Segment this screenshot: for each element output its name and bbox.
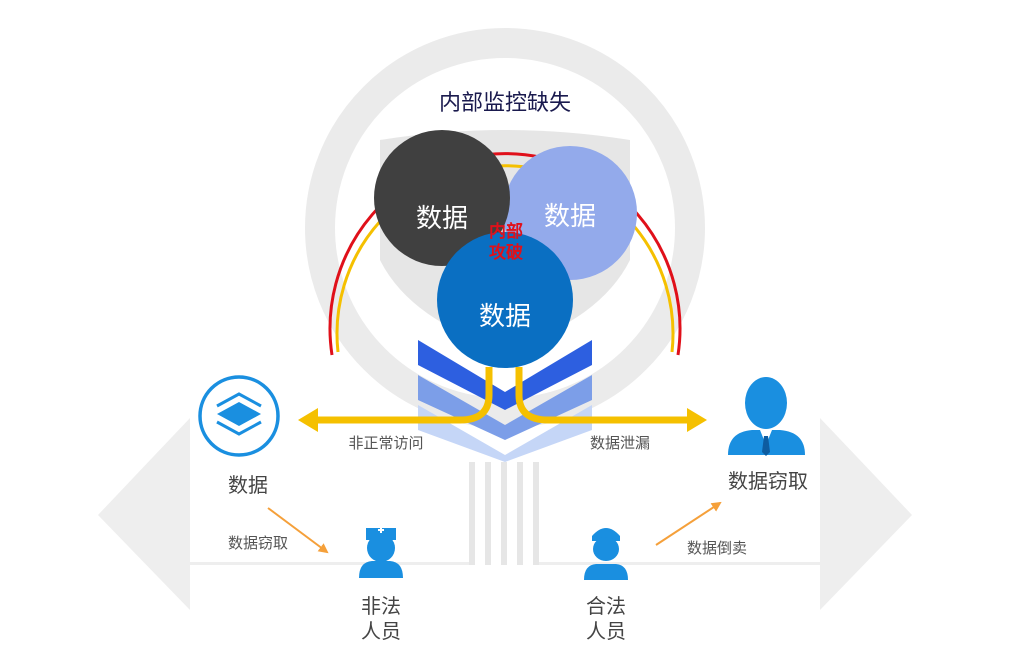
circle-blue-label: 数据 bbox=[479, 302, 531, 332]
right-orange-arrow bbox=[655, 501, 722, 546]
circle-light-label: 数据 bbox=[544, 202, 596, 232]
arrow-left-label: 非正常访问 bbox=[348, 434, 423, 452]
layers-icon bbox=[198, 375, 280, 457]
legal-person-line2: 人员 bbox=[586, 619, 626, 643]
worker-icon bbox=[584, 528, 628, 580]
data-theft-label: 数据窃取 bbox=[728, 469, 808, 493]
yellow-arrows bbox=[298, 367, 707, 432]
yellow-ring bbox=[335, 164, 675, 353]
red-ring bbox=[328, 152, 682, 356]
overlap-label-line1: 内部 bbox=[489, 221, 523, 242]
circle-dark bbox=[374, 130, 510, 266]
legal-person-line1: 合法 bbox=[586, 594, 626, 618]
outer-gray-ring bbox=[305, 28, 705, 428]
illegal-person-line2: 人员 bbox=[361, 619, 401, 643]
top-label: 内部监控缺失 bbox=[439, 91, 571, 116]
arrow-right-label: 数据泄漏 bbox=[590, 434, 650, 452]
circle-blue bbox=[437, 232, 573, 368]
left-flow-label: 数据窃取 bbox=[228, 534, 288, 552]
illegal-person-line1: 非法 bbox=[361, 594, 401, 618]
businessman-icon bbox=[728, 377, 805, 456]
overlap-label-line2: 攻破 bbox=[489, 242, 523, 263]
circle-dark-label: 数据 bbox=[416, 204, 468, 234]
nurse-icon bbox=[359, 527, 403, 578]
background-road bbox=[98, 418, 912, 610]
stack-chevrons bbox=[418, 340, 592, 462]
right-flow-label: 数据倒卖 bbox=[687, 539, 747, 557]
left-orange-arrow bbox=[267, 507, 329, 554]
data-icon-label: 数据 bbox=[228, 473, 268, 497]
